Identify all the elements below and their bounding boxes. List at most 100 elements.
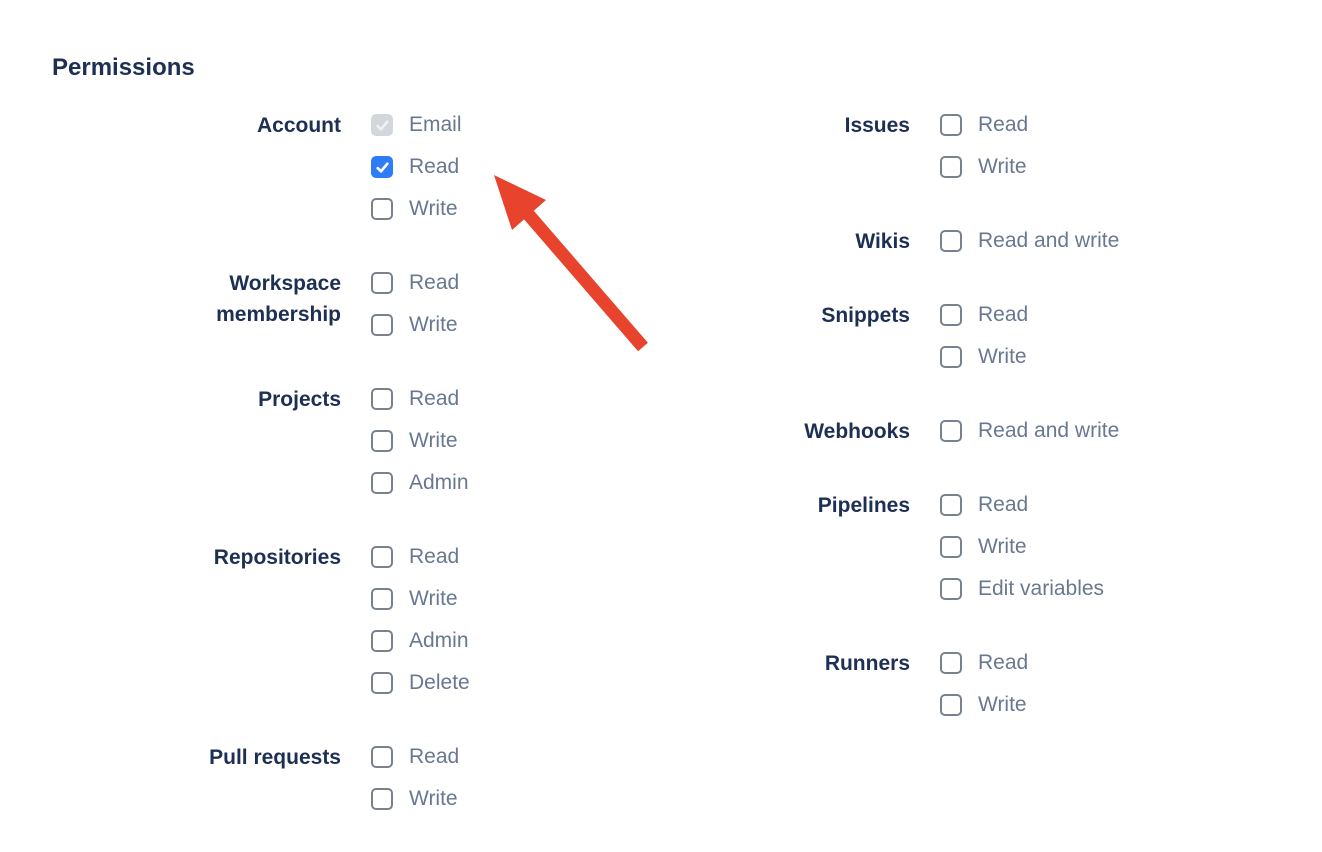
option-label: Write (978, 693, 1027, 716)
checkbox-issues-read[interactable] (940, 114, 962, 136)
option-pull-requests-write[interactable]: Write (371, 778, 458, 820)
group-options: Read Write Admin Delete (371, 536, 700, 704)
permission-group-runners: Runners Read Write (700, 642, 1119, 726)
checkbox-pipelines-write[interactable] (940, 536, 962, 558)
group-label: Runners (824, 652, 910, 675)
option-pull-requests-read[interactable]: Read (371, 736, 459, 778)
option-label: Write (409, 313, 458, 336)
option-label: Write (409, 787, 458, 810)
option-pipelines-read[interactable]: Read (940, 484, 1028, 526)
group-label: Repositories (213, 546, 341, 569)
option-pipelines-write[interactable]: Write (940, 526, 1027, 568)
group-options: Read Write Edit variables (940, 484, 1119, 610)
checkbox-runners-write[interactable] (940, 694, 962, 716)
option-label: Edit variables (978, 577, 1105, 600)
option-runners-write[interactable]: Write (940, 684, 1027, 726)
permission-group-workspace-membership: Workspace membership Read Write (52, 262, 700, 346)
option-workspace-membership-read[interactable]: Read (371, 262, 459, 304)
group-options: Read Write (371, 262, 700, 346)
option-webhooks-read-and-write[interactable]: Read and write (940, 410, 1119, 452)
permission-group-webhooks: Webhooks Read and write (700, 410, 1119, 452)
option-workspace-membership-write[interactable]: Write (371, 304, 458, 346)
option-label: Read (978, 303, 1029, 326)
option-label: Read (409, 387, 460, 410)
permission-group-snippets: Snippets Read Write (700, 294, 1119, 378)
group-label: Pipelines (817, 494, 910, 517)
checkbox-repositories-admin[interactable] (371, 630, 393, 652)
option-label: Admin (409, 471, 469, 494)
group-options: Read Write (940, 294, 1119, 378)
group-label: Snippets (821, 304, 910, 327)
option-projects-admin[interactable]: Admin (371, 462, 469, 504)
checkbox-pull-requests-write[interactable] (371, 788, 393, 810)
option-label: Read (409, 745, 460, 768)
checkbox-repositories-read[interactable] (371, 546, 393, 568)
group-options: Read Write Admin (371, 378, 700, 504)
checkbox-issues-write[interactable] (940, 156, 962, 178)
option-label: Read (978, 493, 1029, 516)
option-pipelines-edit-variables[interactable]: Edit variables (940, 568, 1104, 610)
option-label: Read (978, 113, 1029, 136)
permission-group-pull-requests: Pull requests Read Write (52, 736, 700, 820)
option-repositories-read[interactable]: Read (371, 536, 459, 578)
option-repositories-admin[interactable]: Admin (371, 620, 469, 662)
permission-group-projects: Projects Read Write Admin (52, 378, 700, 504)
checkbox-pull-requests-read[interactable] (371, 746, 393, 768)
permissions-columns: Account Email Read Write Workspace membe… (52, 104, 1322, 852)
checkbox-workspace-membership-write[interactable] (371, 314, 393, 336)
group-options: Read and write (940, 220, 1119, 262)
option-projects-write[interactable]: Write (371, 420, 458, 462)
checkbox-account-write[interactable] (371, 198, 393, 220)
checkbox-wikis-read-and-write[interactable] (940, 230, 962, 252)
checkbox-repositories-delete[interactable] (371, 672, 393, 694)
option-label: Read and write (978, 419, 1120, 442)
permission-group-wikis: Wikis Read and write (700, 220, 1119, 262)
checkbox-projects-write[interactable] (371, 430, 393, 452)
checkbox-repositories-write[interactable] (371, 588, 393, 610)
group-label: Account (257, 114, 341, 137)
group-options: Read Write (940, 642, 1119, 726)
option-label: Write (409, 587, 458, 610)
checkbox-snippets-write[interactable] (940, 346, 962, 368)
option-projects-read[interactable]: Read (371, 378, 459, 420)
option-runners-read[interactable]: Read (940, 642, 1028, 684)
checkbox-projects-read[interactable] (371, 388, 393, 410)
checkbox-pipelines-read[interactable] (940, 494, 962, 516)
option-repositories-delete[interactable]: Delete (371, 662, 470, 704)
page-title: Permissions (52, 54, 195, 81)
permissions-column-right: Issues Read Write Wikis Read and write (700, 104, 1119, 758)
group-label: Webhooks (804, 420, 910, 443)
option-account-write[interactable]: Write (371, 188, 458, 230)
checkmark-icon (375, 161, 389, 173)
option-label: Read (409, 155, 460, 178)
permission-group-account: Account Email Read Write (52, 104, 700, 230)
option-account-read[interactable]: Read (371, 146, 459, 188)
option-issues-write[interactable]: Write (940, 146, 1027, 188)
checkbox-webhooks-read-and-write[interactable] (940, 420, 962, 442)
group-label: Wikis (855, 230, 910, 253)
checkbox-pipelines-edit-variables[interactable] (940, 578, 962, 600)
option-label: Write (978, 535, 1027, 558)
group-label: Issues (844, 114, 910, 137)
checkmark-icon (375, 119, 389, 131)
checkbox-workspace-membership-read[interactable] (371, 272, 393, 294)
option-wikis-read-and-write[interactable]: Read and write (940, 220, 1119, 262)
checkbox-projects-admin[interactable] (371, 472, 393, 494)
checkbox-runners-read[interactable] (940, 652, 962, 674)
permission-group-pipelines: Pipelines Read Write Edit variables (700, 484, 1119, 610)
option-account-email[interactable]: Email (371, 104, 462, 146)
option-label: Write (978, 345, 1027, 368)
option-issues-read[interactable]: Read (940, 104, 1028, 146)
option-snippets-read[interactable]: Read (940, 294, 1028, 336)
option-repositories-write[interactable]: Write (371, 578, 458, 620)
checkbox-account-read[interactable] (371, 156, 393, 178)
group-options: Email Read Write (371, 104, 700, 230)
option-label: Write (978, 155, 1027, 178)
checkbox-snippets-read[interactable] (940, 304, 962, 326)
option-snippets-write[interactable]: Write (940, 336, 1027, 378)
option-label: Delete (409, 671, 470, 694)
group-label: Workspace membership (216, 272, 341, 326)
permission-group-issues: Issues Read Write (700, 104, 1119, 188)
permission-group-repositories: Repositories Read Write Admin (52, 536, 700, 704)
